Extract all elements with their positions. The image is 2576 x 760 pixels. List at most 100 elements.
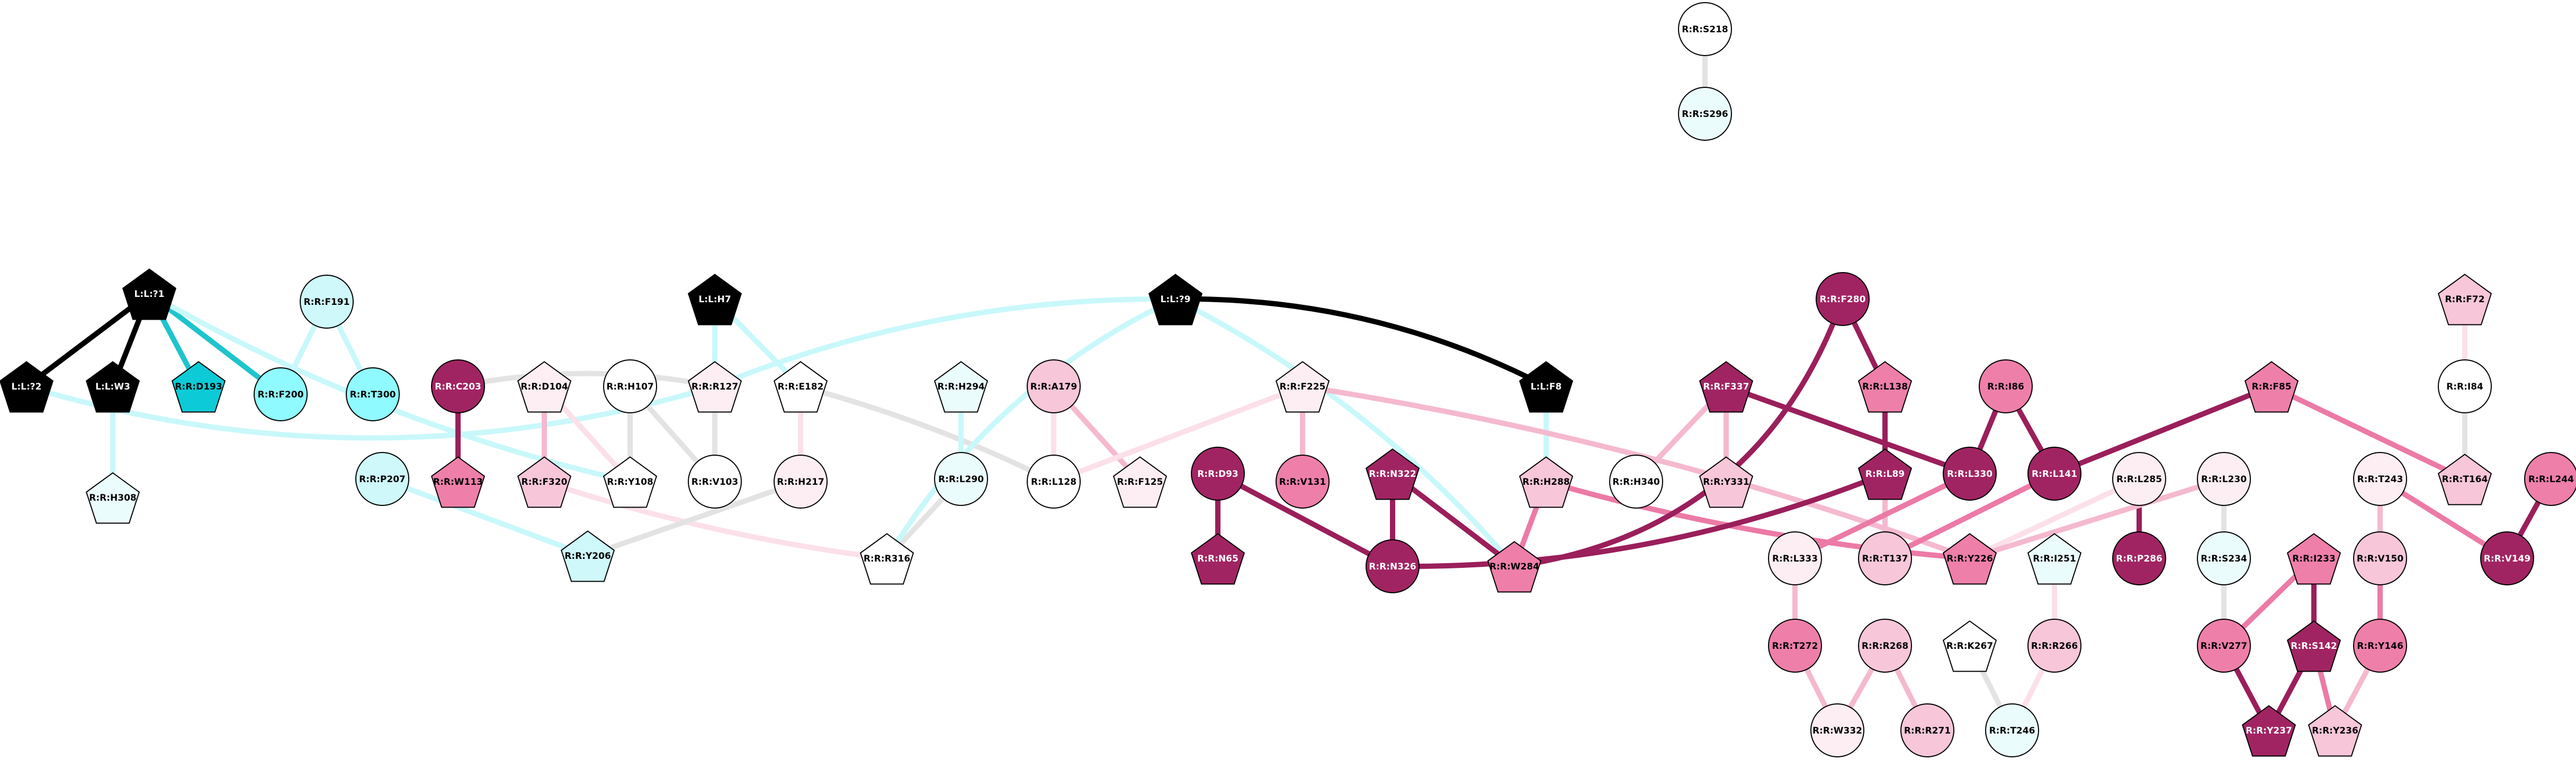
circle-node-shape: [431, 359, 485, 413]
node-label: R:R:L128: [1031, 477, 1076, 487]
node-v149[interactable]: R:R:V149: [2480, 531, 2534, 585]
node-l3[interactable]: L:L:W3: [85, 361, 140, 413]
node-r271[interactable]: R:R:R271: [1900, 703, 1954, 757]
node-c203[interactable]: R:R:C203: [431, 359, 485, 413]
node-l71[interactable]: L:L:?1: [122, 268, 177, 320]
node-n322[interactable]: R:R:N322: [1365, 448, 1420, 500]
node-n326[interactable]: R:R:N326: [1366, 539, 1420, 593]
node-label: R:R:D193: [175, 382, 222, 392]
pentagon-node-shape: [2437, 274, 2492, 325]
node-h308[interactable]: R:R:H308: [85, 472, 140, 524]
node-h217[interactable]: R:R:H217: [774, 455, 828, 509]
node-k267[interactable]: R:R:K267: [1942, 620, 1997, 672]
circle-node-shape: [1943, 447, 1997, 501]
circle-node-shape: [688, 455, 742, 509]
node-l290[interactable]: R:R:L290: [934, 452, 988, 506]
node-l230[interactable]: R:R:L230: [2197, 452, 2251, 506]
node-i251[interactable]: R:R:I251: [2027, 533, 2082, 585]
node-w113[interactable]: R:R:W113: [430, 456, 486, 508]
node-label: R:R:S142: [2291, 641, 2337, 652]
circle-node-shape: [2524, 452, 2576, 506]
node-f280[interactable]: R:R:F280: [1816, 272, 1870, 326]
node-s234[interactable]: R:R:S234: [2197, 531, 2251, 585]
node-r266[interactable]: R:R:R266: [2027, 619, 2081, 673]
node-p207[interactable]: R:R:P207: [355, 452, 409, 506]
node-y237[interactable]: R:R:Y237: [2241, 705, 2296, 757]
node-y236[interactable]: R:R:Y236: [2308, 705, 2363, 757]
node-t272[interactable]: R:R:T272: [1768, 619, 1822, 673]
node-t243[interactable]: R:R:T243: [2353, 452, 2407, 506]
node-f125[interactable]: R:R:F125: [1112, 456, 1168, 508]
node-l22[interactable]: L:L:?2: [0, 361, 54, 413]
node-w284[interactable]: R:R:W284: [1487, 541, 1542, 593]
node-s218[interactable]: R:R:S218: [1678, 2, 1732, 56]
node-v277[interactable]: R:R:V277: [2197, 619, 2251, 673]
node-y226[interactable]: R:R:Y226: [1942, 533, 1997, 585]
node-label: R:R:F320: [522, 477, 568, 487]
edge-l71-f200: [147, 291, 283, 397]
node-f85[interactable]: R:R:F85: [2244, 361, 2299, 413]
node-h294[interactable]: R:R:H294: [934, 361, 989, 413]
node-l138[interactable]: R:R:L138: [1857, 361, 1913, 413]
node-l141[interactable]: R:R:L141: [2027, 447, 2081, 501]
node-label: L:L:?2: [12, 382, 42, 392]
node-l330[interactable]: R:R:L330: [1943, 447, 1997, 501]
node-f225[interactable]: R:R:F225: [1275, 361, 1330, 413]
edge-f337-l330: [1724, 384, 1972, 476]
node-label: R:R:H340: [1612, 477, 1660, 487]
node-label: R:R:F280: [1820, 294, 1866, 305]
node-y206[interactable]: R:R:Y206: [560, 530, 615, 582]
node-w332[interactable]: R:R:W332: [1810, 703, 1864, 757]
node-l244[interactable]: R:R:L244: [2524, 452, 2576, 506]
node-y146[interactable]: R:R:Y146: [2353, 619, 2407, 673]
pentagon-node-shape: [1699, 361, 1754, 413]
node-l128[interactable]: R:R:L128: [1027, 455, 1081, 509]
edge-l79-lf8: [1173, 296, 1549, 389]
node-t300[interactable]: R:R:T300: [346, 367, 400, 421]
node-v150[interactable]: R:R:V150: [2353, 531, 2407, 585]
node-f72[interactable]: R:R:F72: [2437, 274, 2492, 325]
node-d104[interactable]: R:R:D104: [517, 361, 572, 413]
node-r127[interactable]: R:R:R127: [687, 361, 742, 413]
node-t137[interactable]: R:R:T137: [1858, 531, 1912, 585]
node-l79[interactable]: L:L:?9: [1148, 274, 1203, 325]
node-v103[interactable]: R:R:V103: [688, 455, 742, 509]
node-y331[interactable]: R:R:Y331: [1699, 456, 1754, 508]
node-d93[interactable]: R:R:D93: [1191, 447, 1245, 501]
node-l333[interactable]: R:R:L333: [1768, 531, 1822, 585]
node-label: R:R:N322: [1369, 469, 1416, 479]
node-l89[interactable]: R:R:L89: [1857, 448, 1913, 500]
node-r268[interactable]: R:R:R268: [1858, 619, 1912, 673]
node-lf8[interactable]: L:L:F8: [1519, 361, 1574, 413]
node-d193[interactable]: R:R:D193: [171, 361, 226, 413]
node-i86[interactable]: R:R:I86: [1979, 359, 2033, 413]
node-v131[interactable]: R:R:V131: [1276, 455, 1330, 509]
node-y108[interactable]: R:R:Y108: [603, 456, 658, 508]
circle-node-shape: [1609, 455, 1663, 509]
node-f200[interactable]: R:R:F200: [254, 367, 308, 421]
node-e182[interactable]: R:R:E182: [773, 361, 828, 413]
node-h107[interactable]: R:R:H107: [603, 359, 657, 413]
node-t246[interactable]: R:R:T246: [1985, 703, 2039, 757]
node-h288[interactable]: R:R:H288: [1519, 456, 1574, 508]
node-label: R:R:P286: [2116, 554, 2162, 564]
node-a179[interactable]: R:R:A179: [1027, 359, 1081, 413]
node-label: R:R:Y331: [1703, 477, 1749, 487]
node-f191[interactable]: R:R:F191: [300, 275, 354, 329]
node-s142[interactable]: R:R:S142: [2286, 620, 2341, 672]
pentagon-node-shape: [517, 361, 572, 413]
node-i84[interactable]: R:R:I84: [2438, 359, 2492, 413]
node-lh7[interactable]: L:L:H7: [687, 274, 742, 325]
node-p286[interactable]: R:R:P286: [2112, 531, 2166, 585]
node-f337[interactable]: R:R:F337: [1699, 361, 1754, 413]
node-l285[interactable]: R:R:L285: [2112, 452, 2166, 506]
node-f320[interactable]: R:R:F320: [517, 456, 572, 508]
node-h340[interactable]: R:R:H340: [1609, 455, 1663, 509]
node-n65[interactable]: R:R:N65: [1190, 533, 1245, 585]
node-r316[interactable]: R:R:R316: [859, 533, 914, 585]
node-s296[interactable]: R:R:S296: [1678, 87, 1732, 141]
edge-f85-l141: [2052, 384, 2274, 476]
node-t164[interactable]: R:R:T164: [2437, 454, 2492, 505]
node-i233[interactable]: R:R:I233: [2286, 533, 2341, 585]
edge-l79-w284: [1173, 296, 1517, 569]
